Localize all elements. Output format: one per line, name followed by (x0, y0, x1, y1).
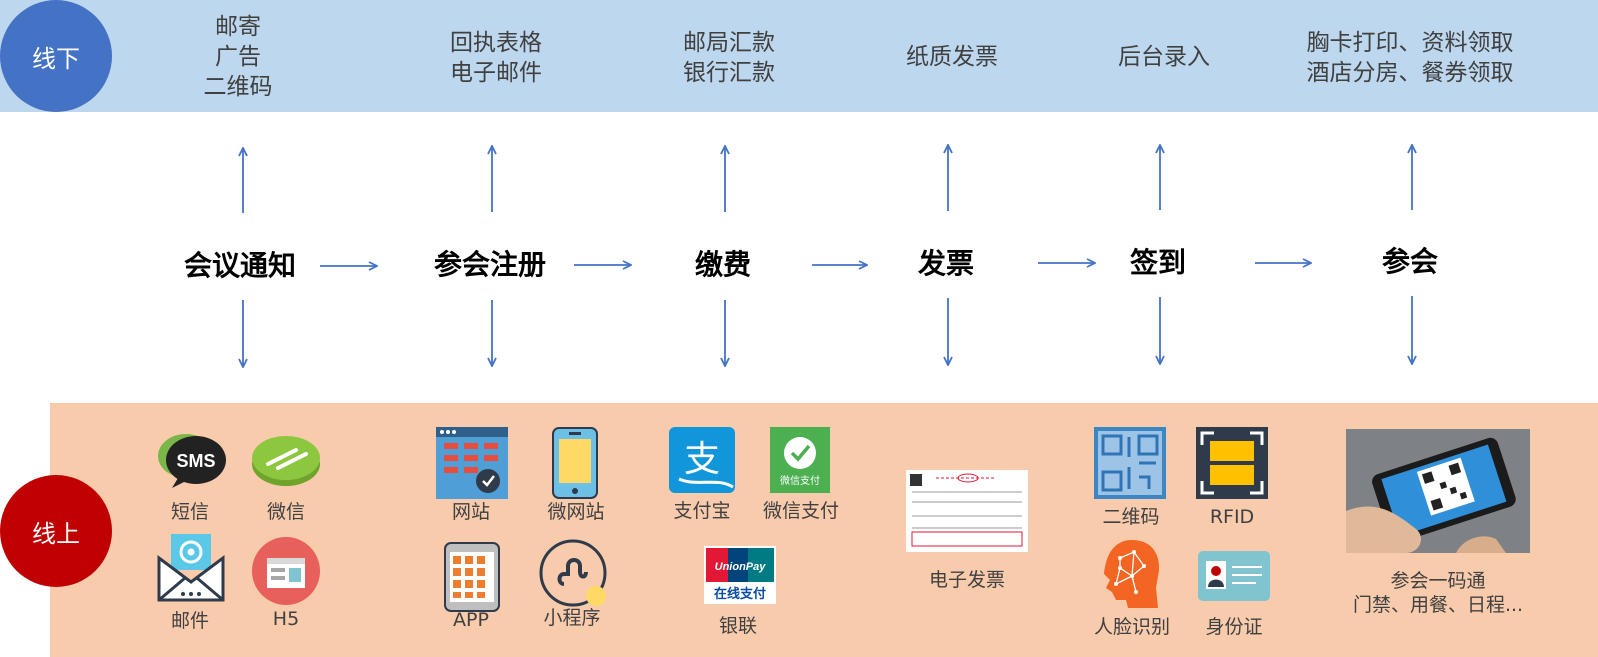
svg-text:SMS: SMS (176, 451, 215, 471)
e-invoice-icon (906, 470, 1028, 552)
label-wechat-pay: 微信支付 (762, 500, 840, 522)
unionpay-icon: UnionPay 在线支付 (704, 546, 776, 604)
stage-notice: 会议通知 (183, 249, 297, 282)
stage-register: 参会注册 (433, 248, 547, 281)
offline-item-register: 回执表格 电子邮件 (450, 30, 542, 86)
rfid-icon (1196, 427, 1268, 499)
label-face: 人脸识别 (1093, 616, 1171, 638)
offline-badge: 线下 (0, 0, 112, 112)
label-qrcode: 二维码 (1102, 506, 1160, 528)
offline-item-payment: 邮局汇款 银行汇款 (683, 30, 775, 86)
label-alipay: 支付宝 (673, 500, 731, 522)
svg-text:在线支付: 在线支付 (714, 586, 766, 602)
offline-band (0, 0, 1598, 112)
label-attend: 参会一码通 门禁、用餐、日程... (1352, 570, 1524, 616)
face-recognition-icon (1104, 540, 1159, 608)
label-wechat: 微信 (266, 501, 306, 523)
offline-item-notice: 邮寄 广告 二维码 (203, 14, 273, 100)
stage-payment: 缴费 (694, 248, 752, 281)
stage-checkin: 签到 (1129, 246, 1187, 279)
label-website: 网站 (451, 501, 491, 523)
label-miniprogram: 小程序 (543, 607, 601, 629)
qrcode-icon (1094, 427, 1166, 499)
website-icon (436, 427, 508, 499)
phone-qrcode-photo (1346, 429, 1530, 553)
offline-item-attend: 胸卡打印、资料领取 酒店分房、餐券领取 (1306, 30, 1514, 86)
stage-attend: 参会 (1381, 245, 1439, 278)
svg-text:UnionPay: UnionPay (715, 561, 767, 573)
miniprogram-icon (539, 539, 607, 607)
offline-item-checkin: 后台录入 (1118, 44, 1210, 70)
svg-text:支: 支 (684, 439, 720, 480)
svg-text:微信支付: 微信支付 (780, 474, 820, 487)
idcard-icon (1198, 551, 1270, 601)
label-unionpay: 银联 (718, 615, 758, 637)
wechat-icon (252, 436, 320, 486)
label-app: APP (453, 609, 489, 631)
stage-invoice: 发票 (917, 247, 975, 280)
wechat-pay-icon: 微信支付 (770, 427, 830, 493)
label-h5: H5 (272, 608, 300, 630)
label-rfid: RFID (1209, 506, 1255, 528)
app-icon (444, 542, 500, 612)
online-badge: 线上 (0, 475, 112, 587)
h5-icon (252, 537, 320, 605)
label-sms: 短信 (170, 501, 210, 523)
label-email: 邮件 (170, 610, 210, 632)
mobile-site-icon (552, 427, 598, 499)
label-mobile-site: 微网站 (547, 501, 605, 523)
sms-icon: SMS (158, 434, 226, 488)
offline-item-invoice: 纸质发票 (906, 44, 998, 70)
label-idcard: 身份证 (1205, 616, 1263, 638)
label-e-invoice: 电子发票 (928, 569, 1006, 591)
alipay-icon: 支 (669, 427, 735, 493)
email-icon (157, 534, 225, 602)
